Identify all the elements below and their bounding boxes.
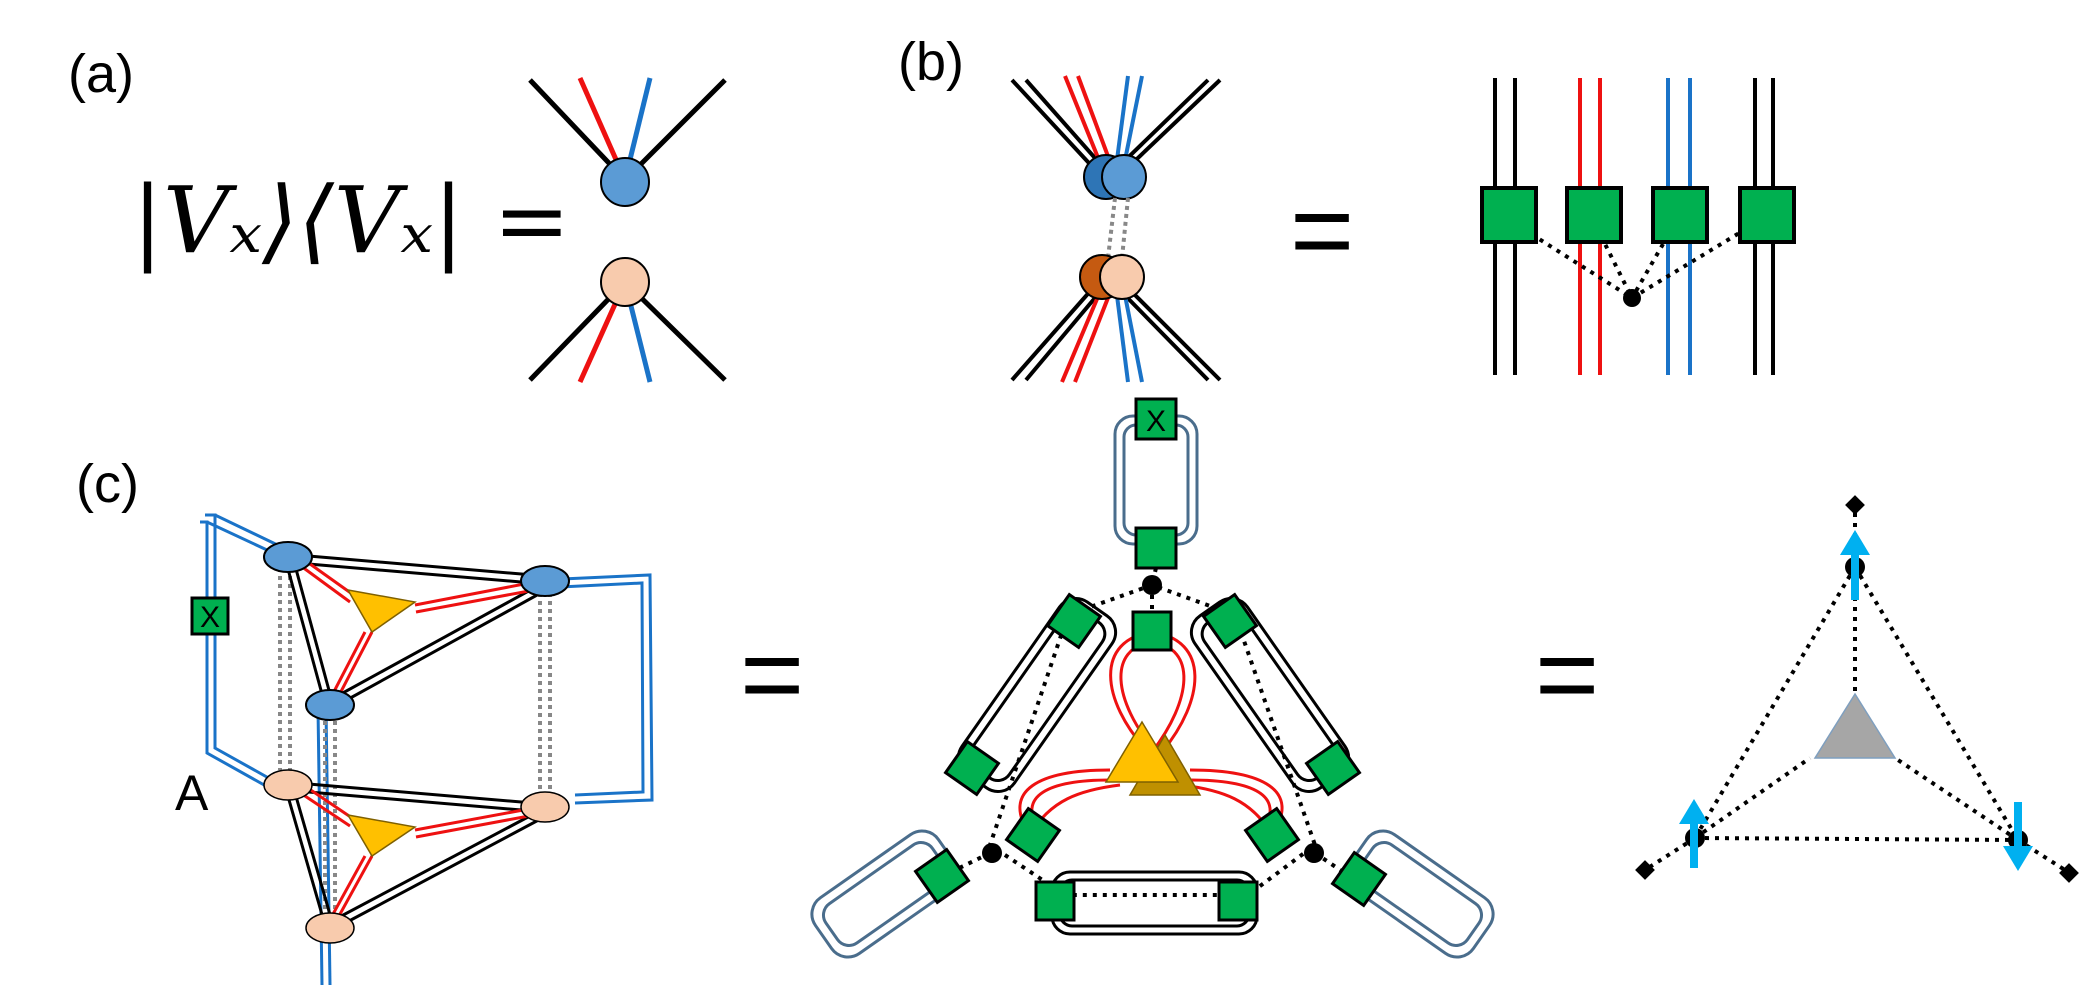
spin-up-arrow-icon [1840, 530, 1870, 600]
gray-triangle-icon [1813, 692, 1897, 759]
tensor-square [1304, 739, 1362, 797]
ket-bra-equation: |Vₓ⟩⟨Vₓ| = [132, 167, 570, 274]
delta-dot [1623, 289, 1641, 307]
ket-node [305, 689, 355, 721]
x-tensor-label: X [200, 601, 220, 634]
double-layer-network: X A [175, 513, 654, 986]
panel-a-label: (a) [68, 44, 134, 104]
site-label-a: A [175, 765, 209, 821]
panel-c: (c) [76, 397, 2079, 986]
site-diamond-icon [1635, 860, 1655, 880]
delta-dot [1304, 843, 1324, 863]
panel-c-equals-1: = [740, 613, 804, 736]
tensor-square [1243, 806, 1301, 864]
ket-node-front [1101, 154, 1147, 200]
panel-c-equals-2: = [1535, 613, 1599, 736]
tensor-square [1131, 610, 1173, 652]
tensor-square [1330, 850, 1388, 908]
tensor-square [913, 847, 971, 905]
panel-c-label: (c) [76, 454, 139, 514]
bra-node [600, 257, 650, 307]
tensor-square [1480, 186, 1538, 244]
panel-b-label: (b) [898, 32, 964, 92]
site-diamond-icon [2059, 863, 2079, 883]
tensor-square [1565, 186, 1623, 244]
spin-down-arrow-icon [2003, 802, 2033, 871]
projector-triangle-icon [346, 813, 417, 858]
panel-b-equals: = [1290, 169, 1354, 292]
site-diamond-icon [1845, 495, 1865, 515]
x-tensor [1134, 397, 1178, 441]
projector-triangle-icon [1104, 720, 1180, 783]
tensor-square [1004, 806, 1062, 864]
x-tensor [190, 596, 230, 636]
ket-node [600, 157, 650, 207]
tensor-square [1045, 592, 1103, 650]
panel-a: (a) |Vₓ⟩⟨Vₓ| = [68, 44, 727, 384]
delta-dot [1142, 575, 1162, 595]
spin-triangle [1635, 495, 2079, 883]
bra-node-diagram [528, 257, 727, 384]
bra-node [305, 912, 355, 944]
tensor-square [943, 739, 1001, 797]
ket-node-diagram [528, 76, 727, 207]
tensor-square [1738, 186, 1796, 244]
ket-node [263, 541, 313, 573]
x-tensor-label: X [1146, 405, 1166, 438]
delta-dot [982, 843, 1002, 863]
ket-node [520, 565, 570, 597]
bra-node-front [1099, 254, 1145, 300]
contracted-network: X [810, 397, 1495, 959]
spin-up-arrow-icon [1679, 799, 1709, 868]
bra-node [263, 769, 313, 801]
tensor-square [1217, 880, 1259, 922]
tensor-square [1651, 186, 1709, 244]
panel-b: (b) = [898, 32, 1796, 383]
tensor-square [1201, 592, 1259, 650]
double-layer-node [1010, 75, 1222, 383]
tensor-square [1134, 526, 1178, 570]
tensor-square [1034, 880, 1076, 922]
projector-triangle-icon [346, 588, 417, 634]
bra-node [520, 791, 570, 823]
tensor-product-diagram [1480, 78, 1796, 375]
